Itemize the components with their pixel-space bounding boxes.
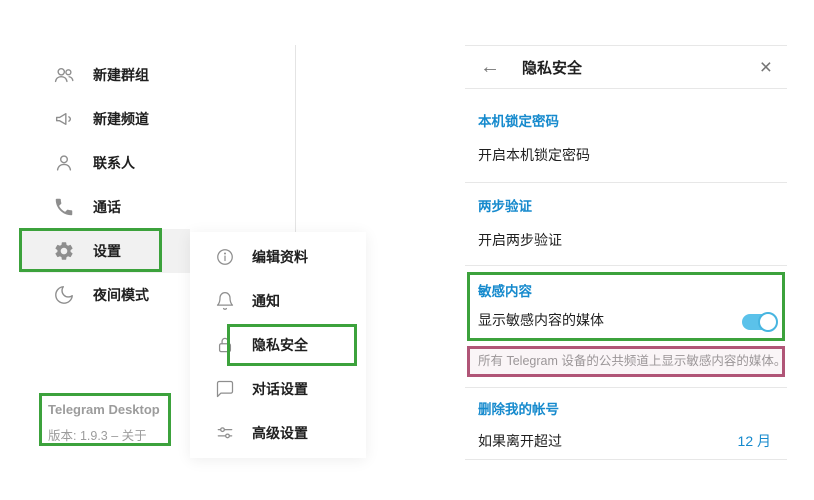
menu-item-label: 通话	[93, 199, 121, 215]
delete-account-period-link[interactable]: 12 月	[737, 433, 771, 449]
back-icon[interactable]: ←	[480, 56, 500, 78]
row-if-away-for[interactable]: 如果离开超过	[478, 433, 562, 449]
divider	[465, 387, 787, 388]
settings-item-label: 通知	[252, 293, 280, 309]
panel-header: ← 隐私安全 ×	[465, 46, 787, 89]
sensitive-content-description: 所有 Telegram 设备的公共频道上显示敏感内容的媒体。	[478, 354, 787, 368]
info-icon	[215, 247, 235, 267]
moon-icon	[53, 284, 75, 306]
main-menu: 新建群组 新建频道 联系人 通话 设置	[20, 53, 190, 317]
privacy-security-panel: ← 隐私安全 × 本机锁定密码 开启本机锁定密码 两步验证 开启两步验证 敏感内…	[465, 45, 787, 460]
divider	[465, 265, 787, 266]
app-name: Telegram Desktop	[48, 402, 160, 417]
settings-item-chat-settings[interactable]: 对话设置	[190, 367, 366, 411]
lock-icon	[215, 335, 235, 355]
menu-item-label: 联系人	[93, 155, 135, 171]
gear-icon	[53, 240, 75, 262]
settings-item-advanced[interactable]: 高级设置	[190, 411, 366, 455]
row-show-sensitive-media[interactable]: 显示敏感内容的媒体	[478, 312, 604, 328]
settings-item-label: 对话设置	[252, 381, 308, 397]
menu-item-label: 设置	[93, 243, 121, 259]
section-heading-two-step: 两步验证	[478, 199, 532, 214]
settings-item-label: 编辑资料	[252, 249, 308, 265]
app-version-info: Telegram Desktop 版本: 1.9.3 – 关于	[48, 402, 160, 444]
close-icon[interactable]: ×	[759, 55, 772, 79]
panel-title: 隐私安全	[522, 59, 583, 77]
menu-item-new-channel[interactable]: 新建频道	[20, 97, 190, 141]
settings-item-notifications[interactable]: 通知	[190, 279, 366, 323]
menu-item-night-mode[interactable]: 夜间模式	[20, 273, 190, 317]
section-heading-local-passcode: 本机锁定密码	[478, 114, 559, 129]
new-group-icon	[53, 64, 75, 86]
settings-item-label: 隐私安全	[252, 337, 308, 353]
settings-item-edit-profile[interactable]: 编辑资料	[190, 235, 366, 279]
menu-item-calls[interactable]: 通话	[20, 185, 190, 229]
menu-item-new-group[interactable]: 新建群组	[20, 53, 190, 97]
menu-item-contacts[interactable]: 联系人	[20, 141, 190, 185]
settings-item-privacy-security[interactable]: 隐私安全	[190, 323, 366, 367]
settings-menu: 编辑资料 通知 隐私安全 对话设置 高级设置	[190, 232, 366, 458]
menu-item-label: 新建群组	[93, 67, 149, 83]
phone-icon	[53, 196, 75, 218]
chat-icon	[215, 379, 235, 399]
panel-divider-vertical	[295, 45, 296, 232]
menu-item-label: 夜间模式	[93, 287, 149, 303]
row-turn-on-local-passcode[interactable]: 开启本机锁定密码	[478, 147, 590, 163]
bell-icon	[215, 291, 235, 311]
new-channel-icon	[53, 108, 75, 130]
app-version-about-link[interactable]: 版本: 1.9.3 – 关于	[48, 429, 147, 443]
section-heading-delete-account: 删除我的帐号	[478, 402, 559, 417]
row-turn-on-two-step[interactable]: 开启两步验证	[478, 232, 562, 248]
menu-item-label: 新建频道	[93, 111, 149, 127]
settings-item-label: 高级设置	[252, 425, 308, 441]
toggle-knob	[758, 312, 778, 332]
sliders-icon	[215, 423, 235, 443]
sensitive-content-toggle[interactable]	[742, 312, 778, 332]
contact-icon	[53, 152, 75, 174]
divider	[465, 182, 787, 183]
section-heading-sensitive-content: 敏感内容	[478, 284, 532, 299]
menu-item-settings[interactable]: 设置	[20, 229, 190, 273]
